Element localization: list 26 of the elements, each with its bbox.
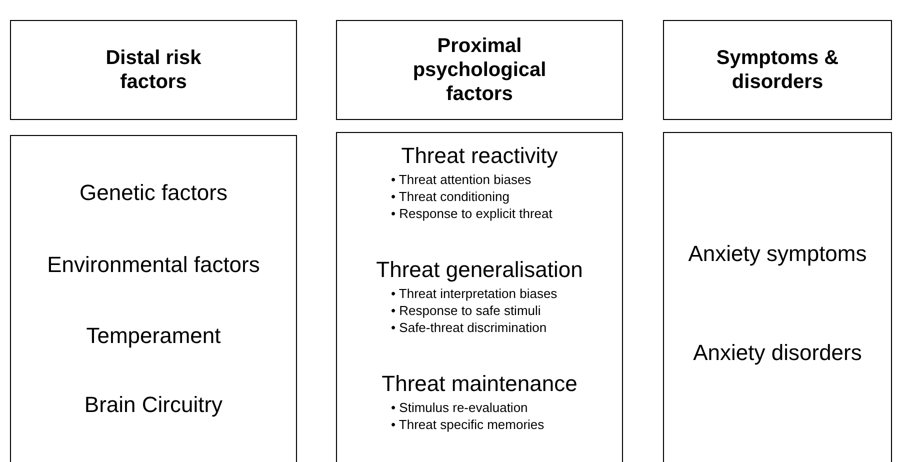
section-heading: Threat reactivity [400,143,559,169]
factor-label: Genetic factors [78,180,228,206]
column-heading: Proximal psychological factors [412,34,548,106]
header-box [663,20,892,120]
factor-label: Brain Circuitry [83,392,224,418]
bullet-item: • Threat interpretation biases [391,285,558,302]
bullet-item: • Threat conditioning [391,188,510,205]
bullet-item: • Response to safe stimuli [391,302,542,319]
header-box [10,20,297,120]
bullet-item: • Safe-threat discrimination [391,319,548,336]
factor-label: Anxiety symptoms [687,241,868,267]
header-box [336,20,623,120]
column-heading: Symptoms & disorders [715,46,840,94]
section-heading: Threat generalisation [375,257,584,283]
bullet-item: • Response to explicit threat [391,205,554,222]
content-panel [10,135,297,462]
content-panel [336,132,623,462]
factor-label: Environmental factors [46,252,261,278]
bullet-item: • Stimulus re-evaluation [391,399,529,416]
column-heading: Distal risk factors [104,46,202,94]
content-panel [663,132,892,462]
factor-label: Temperament [85,323,222,349]
bullet-item: • Threat specific memories [391,416,546,433]
factor-label: Anxiety disorders [692,340,863,366]
section-heading: Threat maintenance [380,371,578,397]
bullet-item: • Threat attention biases [391,171,532,188]
